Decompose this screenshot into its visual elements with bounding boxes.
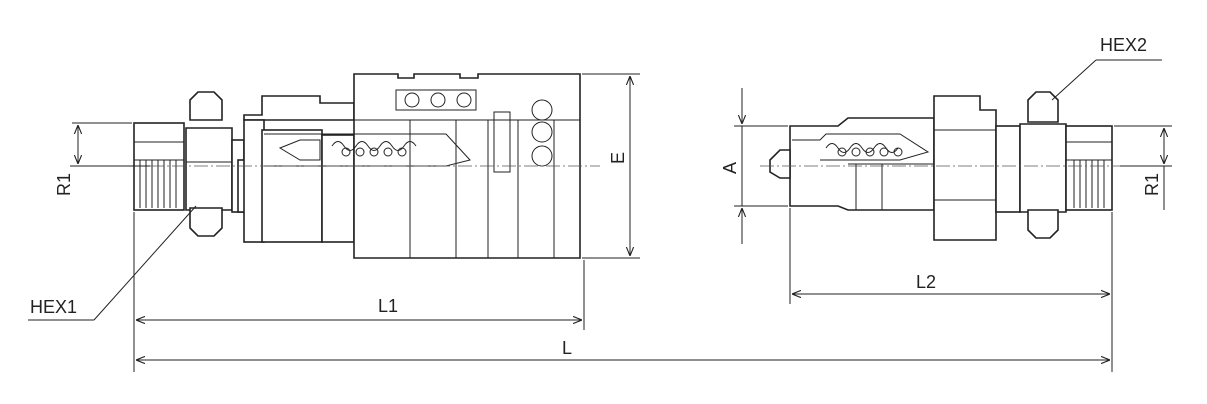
thread-lines-right <box>1066 141 1112 208</box>
label-r1-right: R1 <box>1142 173 1162 196</box>
body-collar-left <box>243 119 265 243</box>
hex2-leader <box>1051 59 1162 101</box>
dim-l1 <box>133 212 585 372</box>
label-a: A <box>720 162 740 174</box>
dim-l2 <box>789 208 1113 372</box>
label-l2: L2 <box>916 272 936 292</box>
label-hex1: HEX1 <box>30 297 77 317</box>
hex-nut-left <box>185 127 233 211</box>
nipple-collar <box>933 95 997 241</box>
label-l1: L1 <box>378 296 398 316</box>
spring-right <box>825 143 903 157</box>
label-l: L <box>562 338 572 358</box>
spring-left <box>331 141 417 157</box>
thread-end-right <box>1065 125 1113 211</box>
dim-e <box>582 73 640 259</box>
male-nipple <box>769 91 1113 241</box>
dim-r1-left <box>70 122 150 167</box>
label-e: E <box>608 152 628 164</box>
dim-r1-right <box>1114 125 1172 210</box>
hex-nut-right <box>1019 123 1067 213</box>
label-r1-left: R1 <box>54 173 74 196</box>
label-hex2: HEX2 <box>1100 35 1147 55</box>
dim-a <box>734 88 788 244</box>
hex1-leader <box>28 205 197 321</box>
thread-lines-left <box>134 141 184 208</box>
